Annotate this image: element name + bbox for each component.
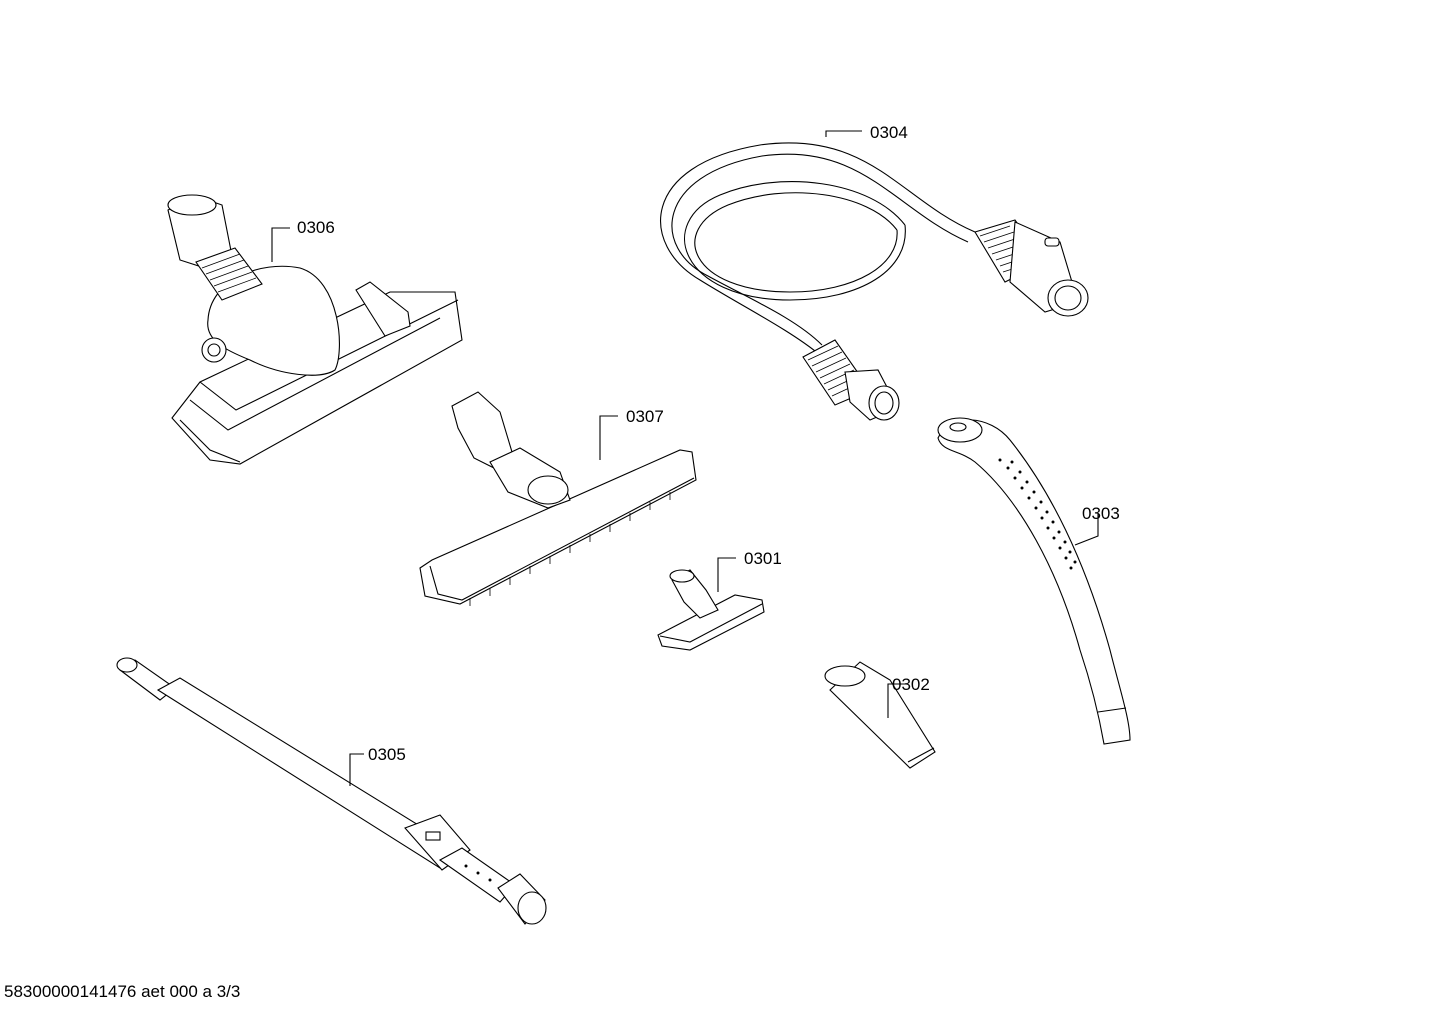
telescopic-tube-0305 — [116, 657, 547, 925]
label-0306: 0306 — [297, 218, 335, 237]
leader-0302 — [887, 683, 906, 718]
label-0307: 0307 — [626, 407, 664, 426]
label-0305: 0305 — [368, 745, 406, 764]
leader-0307 — [599, 415, 618, 460]
leader-0306 — [271, 227, 290, 262]
label-0303: 0303 — [1082, 504, 1120, 523]
crevice-nozzle-0302 — [824, 661, 936, 769]
leader-0304 — [825, 130, 862, 137]
hose-0304 — [660, 142, 1089, 421]
handle-0303 — [937, 417, 1131, 745]
leader-0301 — [717, 557, 736, 592]
parquet-nozzle-0307 — [419, 391, 697, 606]
upholstery-nozzle-0301 — [657, 569, 765, 651]
leader-0303 — [1074, 514, 1099, 546]
label-0301: 0301 — [744, 549, 782, 568]
floor-nozzle-0306 — [167, 194, 463, 465]
label-0302: 0302 — [892, 675, 930, 694]
document-id-footer: 58300000141476 aet 000 a 3/3 — [4, 982, 241, 1001]
leader-0305 — [349, 753, 364, 786]
label-0304: 0304 — [870, 123, 908, 142]
